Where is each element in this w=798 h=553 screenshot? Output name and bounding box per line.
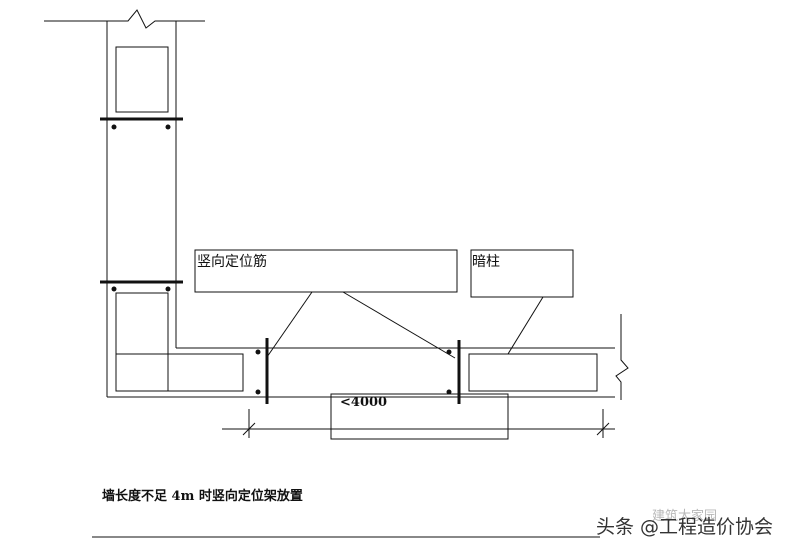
rebar-dot	[255, 389, 261, 395]
rebar-dot	[111, 124, 117, 130]
dimension-tick-left	[242, 422, 256, 436]
watermark: 头条 @工程造价协会	[596, 512, 773, 539]
rebar-dot	[165, 286, 171, 292]
rebar-dot	[446, 389, 452, 395]
vertical-bar-label-box	[194, 249, 458, 293]
watermark-prefix: 头条 @	[596, 516, 660, 538]
rebar-dot	[165, 124, 171, 130]
right-column-rect	[468, 353, 598, 392]
figure-caption: 墙长度不足 4m 时竖向定位架放置	[102, 489, 303, 504]
dimension-tick-right	[596, 422, 610, 436]
leader-line-right-bar	[342, 291, 456, 359]
rebar-dot	[255, 349, 261, 355]
leader-line-column	[507, 296, 544, 355]
watermark-faint-text: 建筑大家园	[652, 509, 718, 524]
rebar-dot	[111, 286, 117, 292]
upper-column-rect	[115, 46, 169, 113]
dimension-label: <4000	[340, 395, 388, 410]
rebar-dot	[446, 349, 452, 355]
hidden-column-label: 暗柱	[472, 254, 500, 270]
dimension-label-box	[330, 393, 509, 440]
lower-column-rect	[115, 292, 169, 392]
watermark-name: 工程造价协会	[659, 516, 774, 538]
hidden-column-label-box	[470, 249, 574, 298]
right-break-line	[615, 314, 629, 400]
vertical-bar-label: 竖向定位筋	[197, 254, 267, 270]
left-column-rect	[115, 353, 244, 392]
top-break-line	[44, 9, 205, 29]
leader-line-left-bar	[266, 291, 313, 358]
